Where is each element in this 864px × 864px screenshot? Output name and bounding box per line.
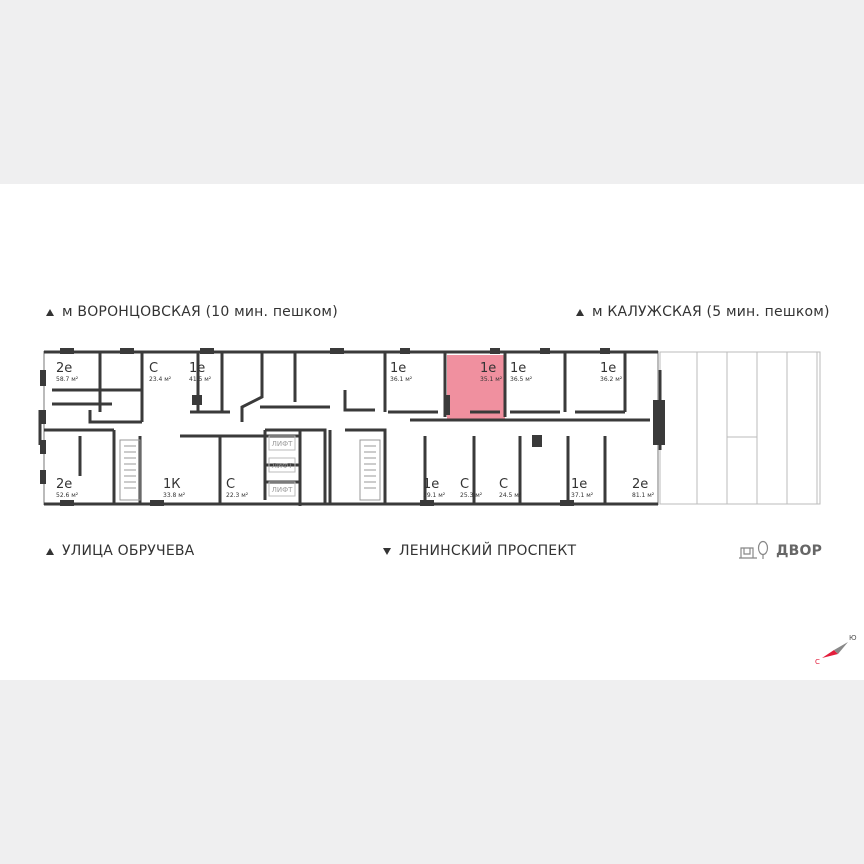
svg-text:36.2 м²: 36.2 м² [600, 376, 623, 383]
metro-left-text: м ВОРОНЦОВСКАЯ (10 мин. пешком) [62, 304, 338, 320]
svg-text:23.4 м²: 23.4 м² [149, 376, 172, 383]
svg-text:25.3 м²: 25.3 м² [460, 492, 483, 499]
svg-text:С: С [499, 477, 508, 492]
street-left-text: УЛИЦА ОБРУЧЕВА [62, 543, 195, 559]
street-left-label: УЛИЦА ОБРУЧЕВА [46, 543, 194, 559]
triangle-up-icon [46, 547, 54, 555]
yard-text: ДВОР [776, 543, 823, 559]
svg-text:1е: 1е [510, 361, 526, 376]
svg-text:22.3 м²: 22.3 м² [226, 492, 249, 499]
svg-text:1е: 1е [480, 361, 496, 376]
svg-text:С: С [460, 477, 469, 492]
svg-text:2е: 2е [632, 477, 648, 492]
unit-12[interactable]: С24.5 м² [499, 477, 522, 499]
lift-label: ЛИФТ [272, 462, 294, 470]
triangle-up-icon [46, 308, 54, 316]
compass-north: С [815, 658, 820, 666]
svg-text:1К: 1К [163, 477, 181, 492]
gallery [659, 351, 821, 505]
svg-text:36.5 м²: 36.5 м² [510, 376, 533, 383]
lift-label: ЛИФТ [272, 486, 294, 494]
unit-9[interactable]: С22.3 м² [226, 477, 249, 499]
yard-label: ДВОР [738, 540, 822, 562]
svg-text:1е: 1е [423, 477, 439, 492]
svg-text:36.1 м²: 36.1 м² [390, 376, 413, 383]
street-center-label: ЛЕНИНСКИЙ ПРОСПЕКТ [383, 543, 576, 559]
svg-text:1е: 1е [189, 361, 205, 376]
floor-plan-card [0, 184, 864, 680]
svg-text:2е: 2е [56, 477, 72, 492]
svg-text:2е: 2е [56, 361, 72, 376]
svg-text:1е: 1е [571, 477, 587, 492]
street-center-text: ЛЕНИНСКИЙ ПРОСПЕКТ [399, 543, 577, 559]
triangle-up-icon [576, 308, 584, 316]
triangle-down-icon [383, 547, 391, 555]
svg-text:1е: 1е [600, 361, 616, 376]
svg-text:С: С [149, 361, 158, 376]
svg-text:С: С [226, 477, 235, 492]
compass-icon: С Ю [815, 634, 857, 666]
compass-south: Ю [849, 634, 857, 642]
svg-text:81.1 м²: 81.1 м² [632, 492, 655, 499]
unit-11[interactable]: С25.3 м² [460, 477, 483, 499]
walls [38, 348, 665, 506]
svg-text:1е: 1е [390, 361, 406, 376]
svg-text:52.6 м²: 52.6 м² [56, 492, 79, 499]
svg-text:24.5 м²: 24.5 м² [499, 492, 522, 499]
metro-right-text: м КАЛУЖСКАЯ (5 мин. пешком) [592, 304, 830, 320]
svg-text:35.1 м²: 35.1 м² [480, 376, 503, 383]
metro-left-label: м ВОРОНЦОВСКАЯ (10 мин. пешком) [46, 304, 338, 320]
unit-1[interactable]: С23.4 м² [149, 361, 172, 383]
svg-text:37.1 м²: 37.1 м² [571, 492, 594, 499]
yard-icon [739, 540, 769, 559]
lift-label: ЛИФТ [272, 440, 294, 448]
svg-text:33.8 м²: 33.8 м² [163, 492, 186, 499]
svg-text:41.5 м²: 41.5 м² [189, 376, 212, 383]
metro-right-label: м КАЛУЖСКАЯ (5 мин. пешком) [576, 304, 830, 320]
svg-text:58.7 м²: 58.7 м² [56, 376, 79, 383]
selected-unit-highlight[interactable] [447, 355, 505, 419]
svg-text:39.1 м²: 39.1 м² [423, 492, 446, 499]
lifts: ЛИФТ ЛИФТ ЛИФТ [268, 435, 296, 497]
